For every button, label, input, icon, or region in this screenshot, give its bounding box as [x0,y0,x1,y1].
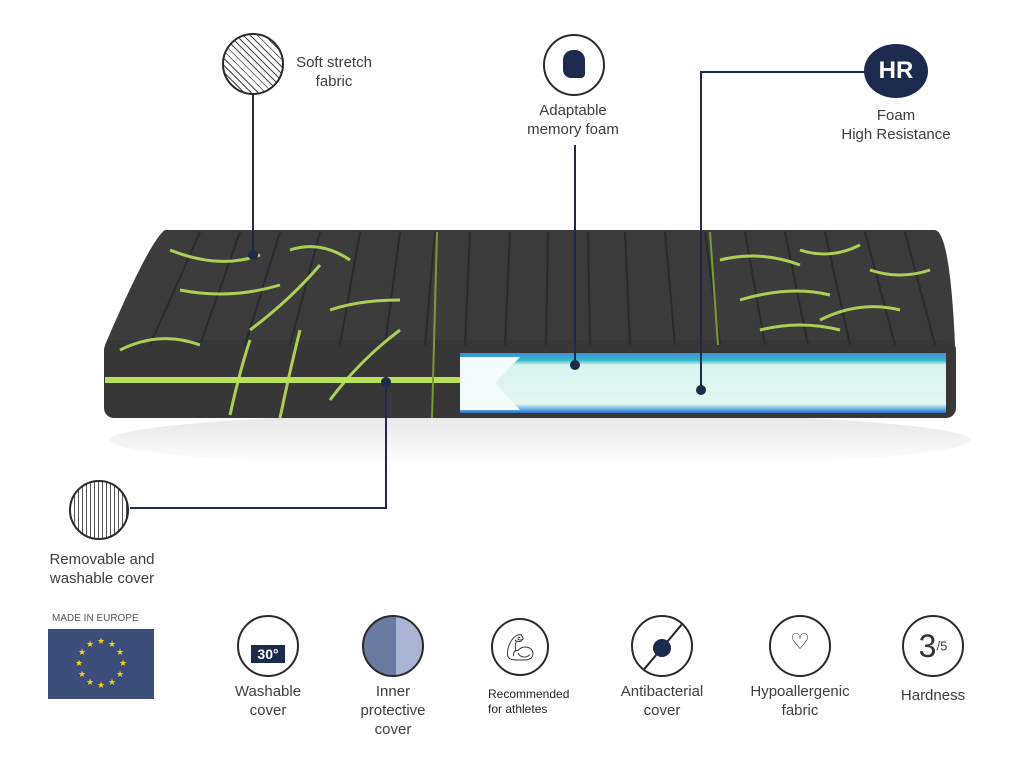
hr-badge: HR [864,44,928,98]
eu-flag: ★★★★★★★★★★★★ [48,629,154,699]
callout-dot [381,377,391,387]
callout-text: fabric [315,73,353,90]
feature-athletes: Recommended for athletes [488,687,598,717]
feature-text: fabric [781,702,819,719]
antibacterial-icon [631,615,693,677]
feature-text: Hardness [900,687,966,704]
eu-star-icon: ★ [77,647,87,657]
callout-text: Foam [876,107,916,124]
mattress-top [105,230,955,345]
eu-star-icon: ★ [97,636,106,646]
wash-30-icon: 30° [237,615,299,677]
temperature-badge: 30° [251,645,285,663]
hypoallergenic-icon: ♡ [769,615,831,677]
callout-text: Removable and [49,551,155,568]
mattress-shadow [110,412,970,468]
eu-star-icon: ★ [97,680,106,690]
feature-text: Antibacterial [620,683,704,700]
feature-text: Recommended [488,687,570,701]
athlete-arm-icon: 💪︎ [491,618,549,676]
feature-text: Hypoallergenic [750,683,850,700]
callout-text: High Resistance [841,126,951,143]
feature-antibacterial: Antibacterial cover [607,682,717,720]
eu-star-icon: ★ [108,677,117,688]
callout-hr: Foam High Resistance [830,106,962,144]
feature-text: for athletes [488,702,548,716]
callout-text: Adaptable [539,102,607,119]
hand-press-icon [543,34,605,96]
feature-text: Washable [234,683,302,700]
feature-inner-cover: Inner protective cover [343,682,443,739]
feature-text: cover [374,721,412,738]
made-in-europe-label: MADE IN EUROPE [52,613,139,624]
callout-cover: Removable and washable cover [40,550,164,588]
eu-star-icon: ★ [116,669,125,679]
callout-dot [248,250,258,260]
callout-text: memory foam [527,121,619,138]
hardness-scale: /5 [936,638,948,654]
feature-text: protective [360,702,426,719]
foam-cross-section [460,353,946,413]
callout-dot [570,360,580,370]
hardness-icon: 3/5 [902,615,964,677]
hardness-value: 3 [918,628,937,664]
feature-text: cover [643,702,681,719]
eu-star-icon: ★ [75,658,84,668]
eu-star-icon: ★ [86,638,95,649]
feature-text: cover [249,702,287,719]
eu-star-icon: ★ [86,677,95,688]
callout-memory: Adaptable memory foam [513,101,633,139]
eu-star-icon: ★ [77,669,87,679]
eu-star-icon: ★ [119,658,128,668]
callout-text: Soft stretch [296,54,372,71]
zipper-icon [69,480,129,540]
feature-washable: Washable cover [218,682,318,720]
feature-hardness: Hardness [883,686,983,705]
inner-cover-icon [362,615,424,677]
feature-hypoallergenic: Hypoallergenic fabric [740,682,860,720]
eu-star-icon: ★ [116,647,125,657]
mesh-fabric-icon [222,33,284,95]
feature-text: Inner [375,683,411,700]
callout-fabric: Soft stretch fabric [286,53,382,91]
callout-dot [696,385,706,395]
callout-text: washable cover [49,570,155,587]
eu-star-icon: ★ [108,638,117,649]
